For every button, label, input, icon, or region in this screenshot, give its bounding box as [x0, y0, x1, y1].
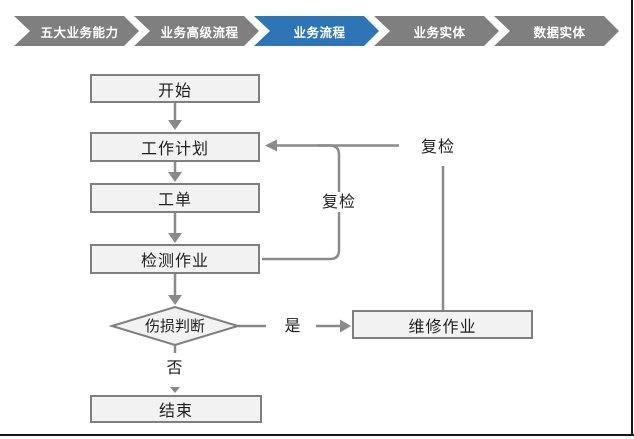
- edge-label-yes: 是: [281, 316, 305, 336]
- node-inspection-job-label: 检测作业: [140, 251, 209, 270]
- arrowhead-down-icon: [168, 233, 182, 243]
- arrowhead-down-small-icon: [170, 387, 180, 393]
- node-work-order: 工单: [90, 183, 260, 213]
- arrowhead-down-icon: [168, 120, 182, 130]
- edge-label-no: 否: [163, 358, 187, 378]
- node-damage-judgment-label: 伤损判断: [144, 317, 206, 335]
- arrowhead-left-icon: [265, 139, 277, 152]
- tab-label: 业务高级流程: [160, 24, 239, 40]
- node-end-label: 结束: [158, 401, 193, 420]
- edge-label-recheck-outer: 复检: [417, 137, 459, 157]
- slide-bottom-edge: [0, 434, 634, 436]
- node-inspection-job: 检测作业: [90, 244, 260, 274]
- node-work-plan-label: 工作计划: [140, 139, 209, 158]
- slide-right-edge: [631, 0, 633, 436]
- tab-business-entity[interactable]: 业务实体: [374, 16, 499, 46]
- tab-data-entity[interactable]: 数据实体: [494, 16, 619, 46]
- node-start-label: 开始: [157, 80, 192, 100]
- tab-label: 业务实体: [413, 24, 466, 40]
- node-end: 结束: [90, 395, 262, 423]
- edge-label-recheck-inner: 复检: [318, 192, 360, 212]
- tab-business-process-active[interactable]: 业务流程: [254, 16, 379, 46]
- tab-business-highlevel-process[interactable]: 业务高级流程: [134, 16, 259, 46]
- tab-label: 数据实体: [533, 24, 586, 40]
- node-work-plan: 工作计划: [90, 132, 260, 162]
- arrowhead-down-icon: [168, 295, 182, 305]
- tab-five-business-capabilities[interactable]: 五大业务能力: [14, 16, 139, 46]
- node-repair-job-label: 维修作业: [408, 316, 477, 336]
- node-repair-job: 维修作业: [352, 310, 533, 339]
- tab-label: 业务流程: [293, 24, 346, 40]
- node-start: 开始: [90, 74, 260, 103]
- arrowhead-down-icon: [168, 172, 182, 182]
- arrowhead-right-icon: [340, 319, 351, 333]
- tab-label: 五大业务能力: [40, 24, 119, 40]
- node-work-order-label: 工单: [157, 190, 192, 209]
